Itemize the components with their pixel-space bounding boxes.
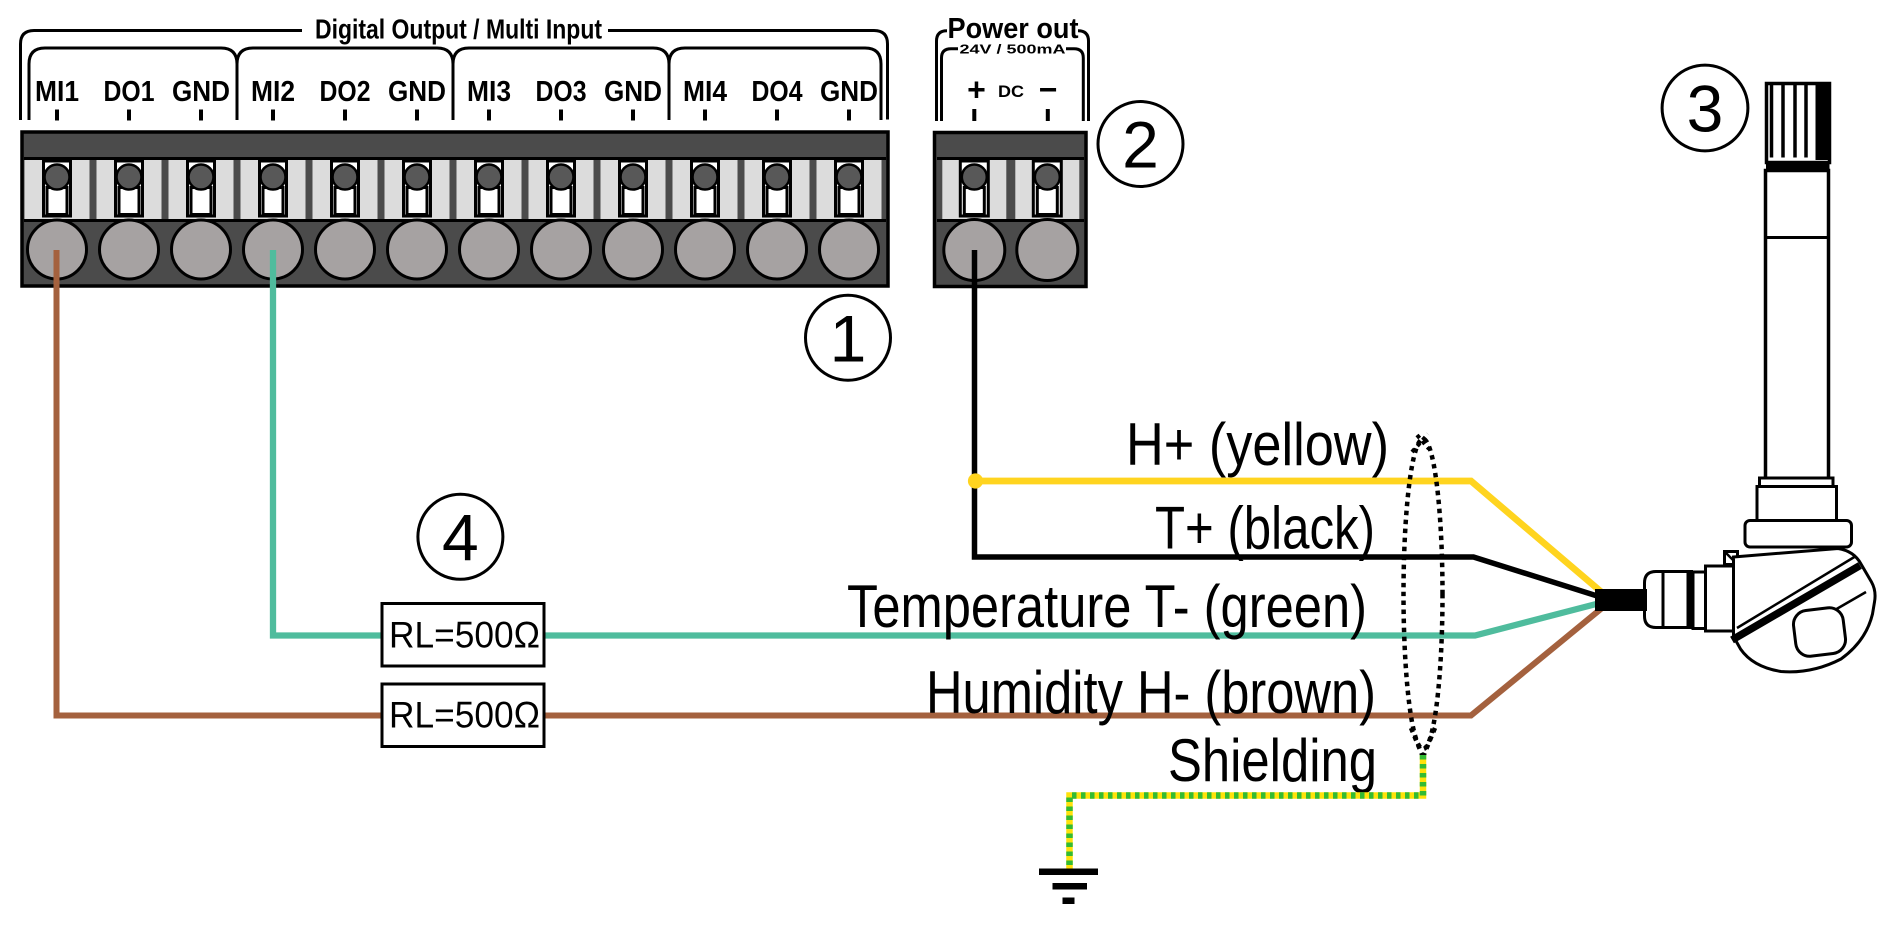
- svg-text:GND: GND: [388, 76, 446, 108]
- svg-text:GND: GND: [172, 76, 230, 108]
- svg-text:DO4: DO4: [752, 76, 803, 108]
- svg-text:Humidity H- (brown): Humidity H- (brown): [926, 659, 1376, 726]
- svg-text:4: 4: [442, 500, 479, 574]
- svg-text:Digital Output / Multi Input: Digital Output / Multi Input: [315, 14, 602, 45]
- svg-text:T+ (black): T+ (black): [1155, 495, 1375, 562]
- svg-text:24V / 500mA: 24V / 500mA: [960, 42, 1067, 57]
- svg-text:1: 1: [830, 301, 867, 375]
- svg-text:DO3: DO3: [536, 76, 587, 108]
- svg-text:RL=500Ω: RL=500Ω: [389, 615, 540, 656]
- svg-text:3: 3: [1687, 72, 1724, 146]
- svg-text:DO2: DO2: [320, 76, 371, 108]
- svg-text:MI2: MI2: [251, 76, 295, 108]
- svg-text:MI1: MI1: [35, 76, 79, 108]
- svg-text:MI3: MI3: [467, 76, 511, 108]
- svg-text:GND: GND: [820, 76, 878, 108]
- svg-text:Shielding: Shielding: [1168, 727, 1377, 794]
- svg-text:DO1: DO1: [104, 76, 155, 108]
- svg-text:Temperature T- (green): Temperature T- (green): [847, 573, 1367, 640]
- svg-text:GND: GND: [604, 76, 662, 108]
- svg-text:−: −: [1039, 72, 1058, 108]
- svg-text:+: +: [967, 72, 986, 108]
- svg-text:Power out: Power out: [948, 13, 1079, 45]
- svg-text:H+ (yellow): H+ (yellow): [1126, 411, 1389, 478]
- svg-text:2: 2: [1122, 108, 1159, 182]
- svg-text:MI4: MI4: [683, 76, 727, 108]
- svg-text:RL=500Ω: RL=500Ω: [389, 695, 540, 736]
- svg-text:DC: DC: [998, 83, 1024, 101]
